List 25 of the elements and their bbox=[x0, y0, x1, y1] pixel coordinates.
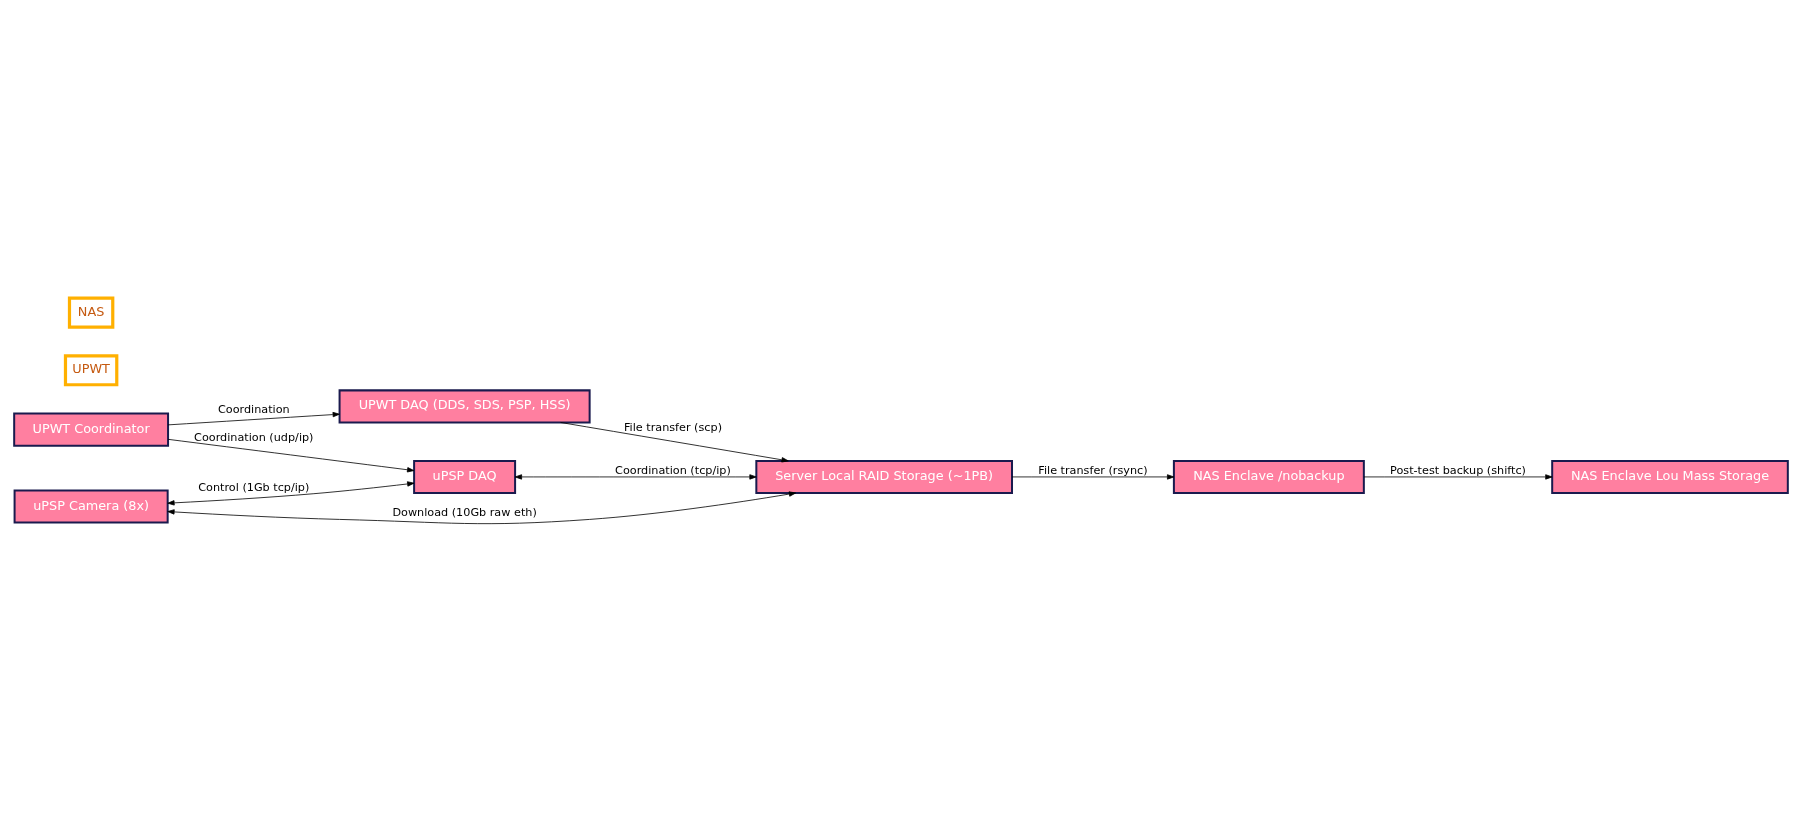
arrow bbox=[167, 438, 415, 472]
edge-label: Control (1Gb tcp/ip) bbox=[198, 480, 310, 494]
arrow bbox=[167, 480, 415, 505]
node-box: Server Local RAID Storage (~1PB) bbox=[755, 459, 1013, 494]
node-box: NAS Enclave Lou Mass Storage bbox=[1551, 459, 1789, 494]
edge-label: Post-test backup (shiftc) bbox=[1390, 463, 1526, 477]
node-box: uPSP Camera (8x) bbox=[13, 489, 169, 524]
node-box: UPWT bbox=[63, 353, 119, 386]
node-box: NAS bbox=[67, 296, 115, 329]
edge-label: Coordination (tcp/ip) bbox=[615, 463, 731, 477]
arrow bbox=[560, 421, 789, 462]
node-box: UPWT Coordinator bbox=[13, 412, 170, 447]
arrow bbox=[514, 473, 757, 480]
arrow bbox=[167, 490, 797, 524]
arrow bbox=[167, 411, 340, 425]
node-box: UPWT DAQ (DDS, SDS, PSP, HSS) bbox=[338, 388, 591, 423]
edge-label: Download (10Gb raw eth) bbox=[392, 505, 537, 519]
arrow bbox=[1011, 473, 1175, 480]
edge-label: Coordination bbox=[217, 402, 290, 416]
arrow bbox=[1363, 473, 1553, 480]
edge-label: File transfer (scp) bbox=[623, 420, 723, 434]
edge-label: Coordination (udp/ip) bbox=[194, 430, 314, 444]
node-box: uPSP DAQ bbox=[413, 459, 517, 494]
edge-label: File transfer (rsync) bbox=[1038, 463, 1148, 477]
node-box: NAS Enclave /nobackup bbox=[1172, 459, 1365, 494]
